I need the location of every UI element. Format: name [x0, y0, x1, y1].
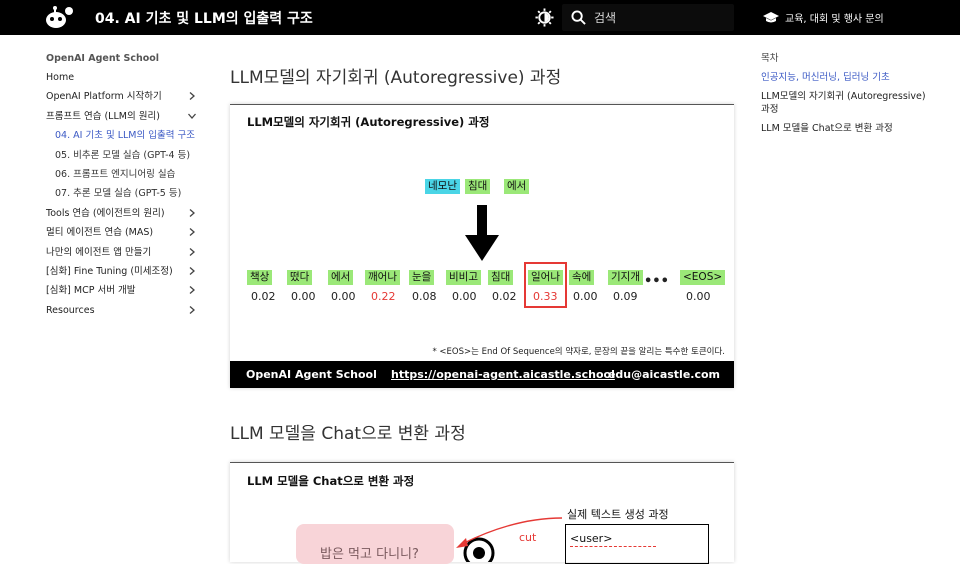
- figure-title: LLM모델의 자기회귀 (Autoregressive) 과정: [247, 115, 490, 129]
- figure-title: LLM 모델을 Chat으로 변환 과정: [247, 474, 415, 488]
- toc-item-chat-conversion[interactable]: LLM 모델을 Chat으로 변환 과정: [761, 123, 893, 134]
- sidebar-item-mas[interactable]: 멀티 에이전트 연습 (MAS): [46, 226, 206, 245]
- sidebar-item-label: 프롬프트 연습 (LLM의 원리): [46, 110, 160, 122]
- token-prob: 0.00: [573, 290, 598, 303]
- token-prob: 0.02: [251, 290, 276, 303]
- user-tag: <user>: [570, 532, 613, 545]
- figure-footnote: * <EOS>는 End Of Sequence의 약자로, 문장의 끝을 알리…: [432, 347, 725, 357]
- sidebar-item-fine-tuning[interactable]: [심화] Fine Tuning (미세조정): [46, 265, 206, 284]
- output-token: 에서: [328, 270, 354, 285]
- ellipsis: •••: [644, 274, 669, 289]
- token-prob: 0.00: [331, 290, 356, 303]
- sidebar-item-mcp[interactable]: [심화] MCP 서버 개발: [46, 284, 206, 303]
- sidebar-nav: OpenAI Agent School Home OpenAI Platform…: [46, 52, 206, 323]
- robot-logo-icon[interactable]: [44, 6, 74, 30]
- input-token: 에서: [504, 179, 530, 194]
- cut-label: cut: [519, 531, 537, 544]
- chevron-right-icon: [189, 208, 195, 217]
- sidebar-item-label: 04. AI 기초 및 LLM의 입출력 구조: [55, 130, 195, 142]
- output-token: 깨어나: [365, 270, 400, 285]
- events-link[interactable]: 교육, 대회 및 행사 문의: [763, 10, 884, 25]
- input-token: 네모난: [425, 179, 460, 194]
- sidebar-item-05[interactable]: 05. 비추론 모델 실습 (GPT-4 등): [46, 149, 206, 168]
- down-arrow-icon: [465, 205, 499, 261]
- search-box[interactable]: [562, 4, 734, 31]
- output-token: 침대: [488, 270, 514, 285]
- chevron-right-icon: [189, 286, 195, 295]
- sidebar-item-prompt-practice[interactable]: 프롬프트 연습 (LLM의 원리): [46, 110, 206, 129]
- input-token: 침대: [465, 179, 491, 194]
- toc-item-basics[interactable]: 인공지능, 머신러닝, 딥러닝 기초: [761, 72, 890, 83]
- sidebar-item-label: Tools 연습 (에이전트의 원리): [46, 207, 165, 219]
- search-input[interactable]: [594, 9, 724, 26]
- sidebar-item-label: Resources: [46, 304, 95, 316]
- chevron-right-icon: [189, 92, 195, 101]
- bubble-text: 밥은 먹고 다니니?: [320, 547, 419, 562]
- speech-bubble: 밥은 먹고 다니니?: [296, 524, 454, 564]
- figure-footer: OpenAI Agent School https://openai-agent…: [230, 361, 734, 388]
- token-prob: 0.00: [452, 290, 477, 303]
- token-prob: 0.09: [613, 290, 638, 303]
- figure-chat-conversion: LLM 모델을 Chat으로 변환 과정 밥은 먹고 다니니? cut 실제 텍…: [230, 462, 734, 564]
- cut-arrow: [456, 517, 563, 548]
- page-title: 04. AI 기초 및 LLM의 입출력 구조: [95, 11, 313, 27]
- events-link-label: 교육, 대회 및 행사 문의: [785, 14, 884, 25]
- token-prob: 0.22: [371, 290, 396, 303]
- table-of-contents: 목차 인공지능, 머신러닝, 딥러닝 기초 LLM모델의 자기회귀 (Autor…: [761, 52, 931, 141]
- footer-url-link[interactable]: https://openai-agent.aicastle.school: [391, 368, 615, 381]
- generation-label: 실제 텍스트 생성 과정: [567, 508, 669, 521]
- sidebar-item-label: 나만의 에이전트 앱 만들기: [46, 246, 152, 258]
- output-token: 책상: [247, 270, 273, 285]
- sidebar-item-04[interactable]: 04. AI 기초 및 LLM의 입출력 구조: [46, 129, 206, 148]
- output-token: 속에: [569, 270, 595, 285]
- figure-top-rule: [230, 104, 734, 105]
- sidebar-item-07[interactable]: 07. 추론 모델 실습 (GPT-5 등): [46, 187, 206, 206]
- output-token: 비비고: [446, 270, 481, 285]
- sidebar-item-agent-app[interactable]: 나만의 에이전트 앱 만들기: [46, 246, 206, 265]
- output-token: 일어나: [528, 270, 563, 285]
- chevron-right-icon: [189, 305, 195, 314]
- sidebar-item-label: 05. 비추론 모델 실습 (GPT-4 등): [55, 149, 191, 161]
- theme-toggle-icon[interactable]: [535, 8, 554, 27]
- chevron-right-icon: [189, 266, 195, 275]
- sidebar-item-label: 멀티 에이전트 연습 (MAS): [46, 227, 154, 239]
- toc-item-autoregressive[interactable]: LLM모델의 자기회귀 (Autoregressive) 과정: [761, 91, 926, 115]
- sidebar-item-resources[interactable]: Resources: [46, 304, 206, 323]
- sidebar-brand: OpenAI Agent School: [46, 53, 160, 64]
- top-header: 04. AI 기초 및 LLM의 입출력 구조 교육, 대회 및 행사 문의: [0, 0, 960, 35]
- chevron-right-icon: [189, 228, 195, 237]
- output-token: 떴다: [287, 270, 313, 285]
- sidebar-item-home[interactable]: Home: [46, 71, 206, 90]
- token-prob: 0.33: [533, 290, 558, 303]
- selected-token-highlight: [524, 262, 567, 308]
- token-prob: 0.08: [412, 290, 437, 303]
- sidebar-item-label: Home: [46, 72, 75, 83]
- token-prob: 0.00: [686, 290, 711, 303]
- sidebar-item-tools[interactable]: Tools 연습 (에이전트의 원리): [46, 207, 206, 226]
- token-prob: 0.00: [291, 290, 316, 303]
- figure-top-rule: [230, 462, 734, 463]
- output-token: <EOS>: [680, 270, 726, 285]
- sidebar-item-06[interactable]: 06. 프롬프트 엔지니어링 실습: [46, 168, 206, 187]
- sidebar-item-platform[interactable]: OpenAI Platform 시작하기: [46, 90, 206, 109]
- section-heading-autoregressive: LLM모델의 자기회귀 (Autoregressive) 과정: [230, 68, 562, 88]
- generation-box: <user>: [565, 524, 709, 564]
- search-icon: [571, 10, 586, 25]
- toc-title: 목차: [761, 53, 779, 64]
- chevron-down-icon: [188, 113, 196, 119]
- token-prob: 0.02: [492, 290, 517, 303]
- sidebar-item-label: [심화] Fine Tuning (미세조정): [46, 265, 173, 277]
- output-token: 기지개: [608, 270, 643, 285]
- sidebar-item-label: 06. 프롬프트 엔지니어링 실습: [55, 168, 176, 180]
- footer-school-name: OpenAI Agent School: [246, 368, 377, 381]
- footer-email: edu@aicastle.com: [607, 368, 720, 381]
- sidebar-item-label: OpenAI Platform 시작하기: [46, 91, 162, 103]
- sidebar-item-label: [심화] MCP 서버 개발: [46, 285, 136, 297]
- chevron-right-icon: [189, 247, 195, 256]
- sidebar-item-label: 07. 추론 모델 실습 (GPT-5 등): [55, 188, 182, 200]
- graduation-cap-icon: [763, 12, 779, 23]
- figure-autoregressive: LLM모델의 자기회귀 (Autoregressive) 과정 네모난 침대 에…: [230, 104, 734, 388]
- section-heading-chat-conversion: LLM 모델을 Chat으로 변환 과정: [230, 424, 466, 444]
- output-token: 눈을: [409, 270, 435, 285]
